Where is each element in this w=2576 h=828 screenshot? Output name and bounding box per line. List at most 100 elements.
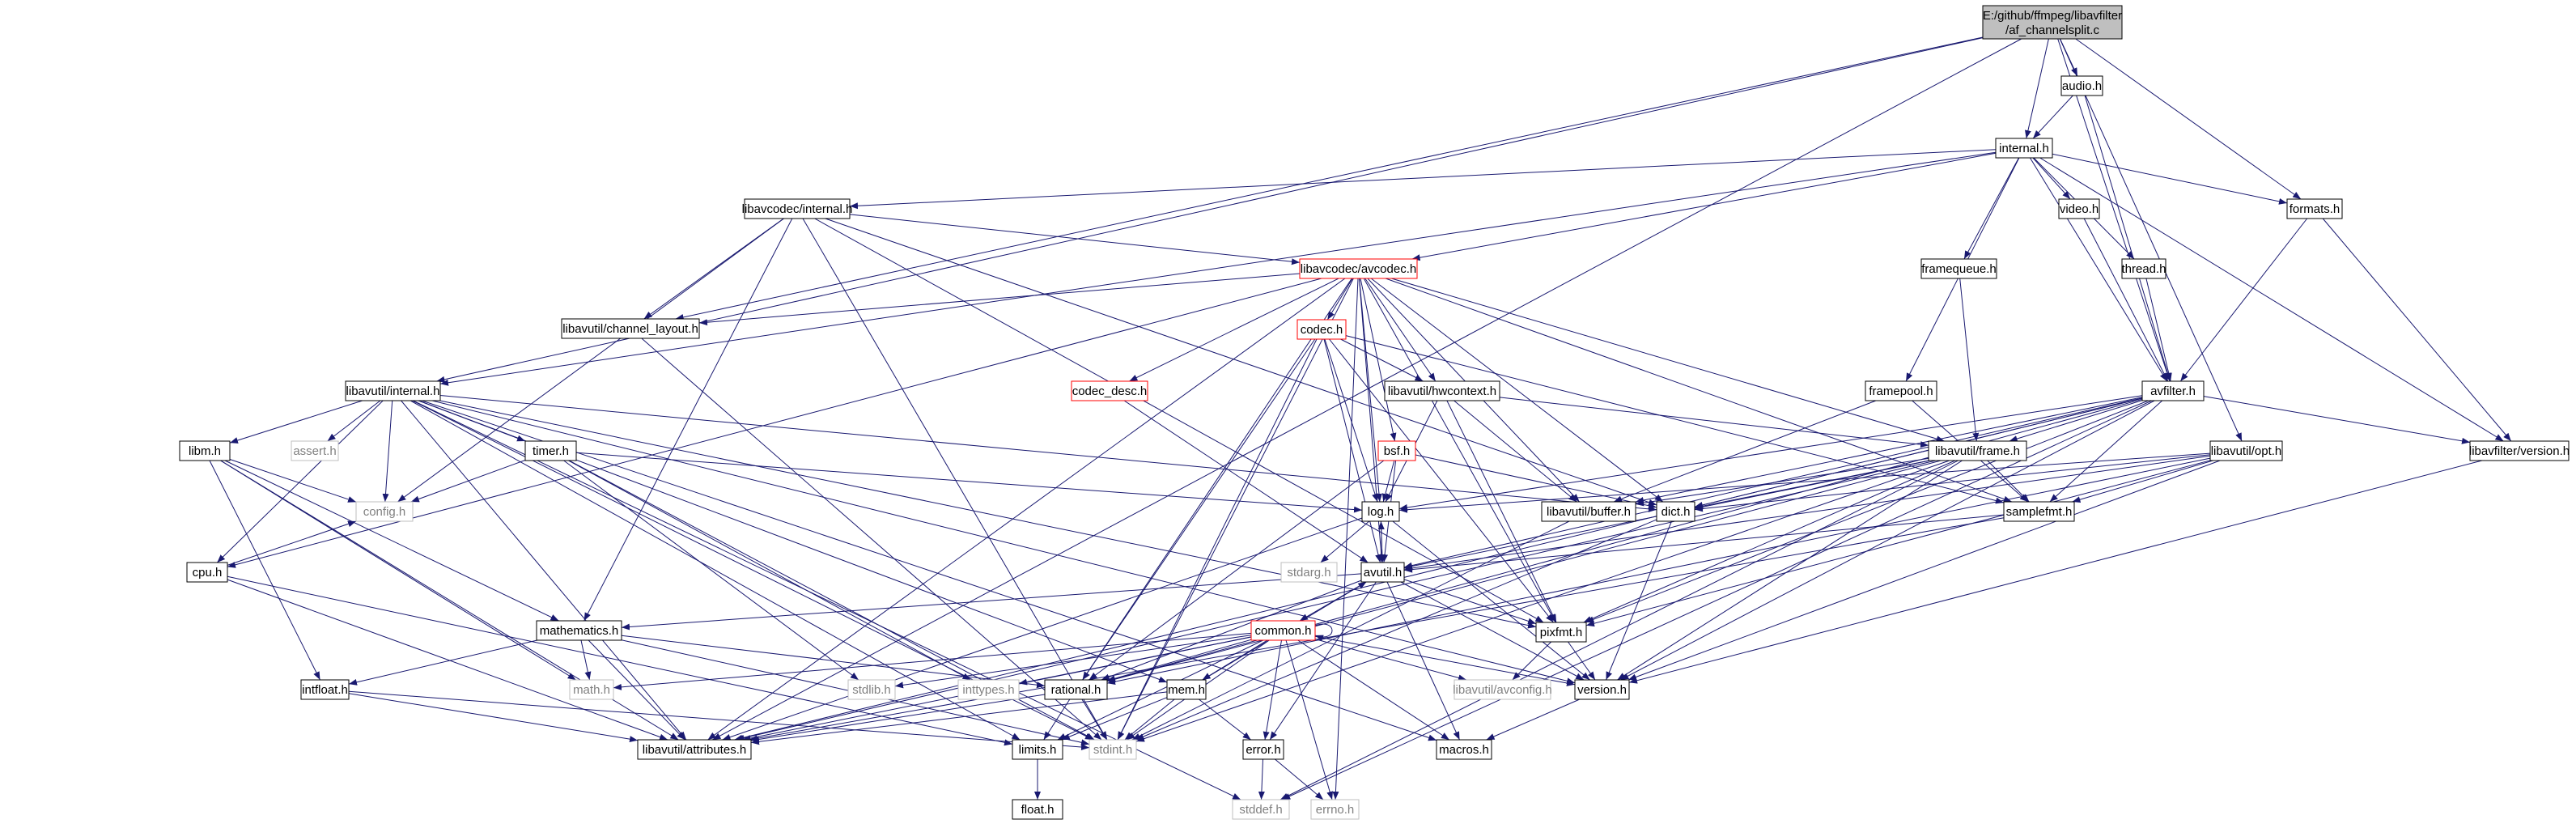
- node-version[interactable]: version.h: [1574, 679, 1630, 700]
- node-avfilter[interactable]: avfilter.h: [2141, 380, 2205, 401]
- node-stdlib[interactable]: stdlib.h: [847, 679, 896, 700]
- node-framepool[interactable]: framepool.h: [1865, 380, 1937, 401]
- edge-avcodec-to-dict: [1370, 278, 1664, 503]
- node-inttypes[interactable]: inttypes.h: [957, 679, 1020, 700]
- node-box-lavuframe: [1928, 440, 2027, 461]
- edge-timer-to-config: [410, 460, 526, 503]
- edge-lavuframe-to-samplefmt: [1987, 460, 2030, 503]
- node-thread[interactable]: thread.h: [2121, 258, 2166, 279]
- node-codecdesc[interactable]: codec_desc.h: [1071, 380, 1148, 401]
- node-label-mem: mem.h: [1168, 683, 1205, 697]
- edge-internal-to-framequeue: [1963, 157, 2019, 260]
- node-label-root: /af_channelsplit.c: [2005, 23, 2099, 37]
- edge-avcodec-to-bsf: [1360, 278, 1397, 442]
- node-avutil[interactable]: avutil.h: [1360, 562, 1405, 583]
- node-video[interactable]: video.h: [2058, 198, 2100, 219]
- node-box-lavfversion: [2469, 440, 2570, 461]
- node-formats[interactable]: formats.h: [2286, 198, 2343, 219]
- node-bsf[interactable]: bsf.h: [1377, 440, 1416, 461]
- node-box-pixfmt: [1535, 622, 1587, 643]
- node-stdarg[interactable]: stdarg.h: [1280, 562, 1338, 583]
- node-label-root: E:/github/ffmpeg/libavfilter: [1983, 9, 2122, 23]
- node-float[interactable]: float.h: [1012, 799, 1063, 820]
- node-box-assert: [291, 440, 339, 461]
- node-box-mathematics: [536, 620, 622, 641]
- node-lavuopt[interactable]: libavutil/opt.h: [2209, 440, 2283, 461]
- node-stddef[interactable]: stddef.h: [1232, 799, 1290, 820]
- edge-error-to-stddef: [1258, 758, 1265, 800]
- node-avcodec[interactable]: libavcodec/avcodec.h: [1299, 258, 1418, 279]
- node-codec[interactable]: codec.h: [1296, 319, 1347, 340]
- node-box-timer: [524, 440, 577, 461]
- node-box-errno: [1310, 799, 1360, 820]
- edge-framepool-to-lavubuffer: [1613, 400, 1877, 503]
- node-label-avfilter: avfilter.h: [2150, 384, 2196, 398]
- node-audio[interactable]: audio.h: [2060, 75, 2103, 96]
- node-config[interactable]: config.h: [355, 501, 414, 522]
- node-avconfig[interactable]: libavutil/avconfig.h: [1453, 679, 1552, 700]
- edge-log-to-attributes: [722, 517, 1363, 741]
- edge-internal-to-lavuinternal: [439, 151, 1997, 386]
- node-label-mathematics: mathematics.h: [540, 624, 619, 638]
- node-pixfmt[interactable]: pixfmt.h: [1535, 622, 1587, 643]
- node-lavcinternal[interactable]: libavcodec/internal.h: [742, 198, 853, 219]
- edge-internal-to-lavcinternal: [849, 149, 1997, 210]
- edge-audio-to-internal: [2032, 95, 2073, 139]
- node-attributes[interactable]: libavutil/attributes.h: [637, 739, 752, 760]
- edge-rational-to-attributes: [750, 694, 1046, 743]
- edge-root-to-chlayout: [675, 36, 1984, 321]
- edge-lavuframe-to-dict: [1694, 460, 1929, 510]
- node-lavuframe[interactable]: libavutil/frame.h: [1928, 440, 2027, 461]
- node-intfloat[interactable]: intfloat.h: [300, 679, 350, 700]
- edge-avfilter-to-version: [1620, 400, 2155, 681]
- node-label-chlayout: libavutil/channel_layout.h: [562, 322, 698, 336]
- edge-mathematics-to-rational: [621, 635, 1046, 689]
- edge-mem-to-limits: [1061, 697, 1168, 741]
- node-root[interactable]: E:/github/ffmpeg/libavfilter/af_channels…: [1982, 5, 2123, 40]
- edge-cpu-to-attributes: [227, 579, 668, 741]
- node-label-stdint: stdint.h: [1093, 743, 1132, 757]
- node-libm[interactable]: libm.h: [179, 440, 231, 461]
- node-common[interactable]: common.h: [1250, 620, 1316, 641]
- edge-avcodec-to-stdint: [1117, 278, 1354, 741]
- edge-codec-to-stdint: [1117, 338, 1318, 741]
- edge-dict-to-version: [1606, 520, 1672, 681]
- edge-avcodec-to-errno: [1332, 278, 1359, 800]
- node-box-framequeue: [1920, 258, 1997, 279]
- edge-codecdesc-to-avutil: [1123, 400, 1369, 563]
- edge-avcodec-to-pixfmt: [1363, 278, 1556, 623]
- node-lavfversion[interactable]: libavfilter/version.h: [2469, 440, 2570, 461]
- node-label-internal: internal.h: [1999, 142, 2049, 155]
- node-assert[interactable]: assert.h: [291, 440, 339, 461]
- node-hwcontext[interactable]: libavutil/hwcontext.h: [1384, 380, 1500, 401]
- node-log[interactable]: log.h: [1361, 501, 1400, 522]
- node-chlayout[interactable]: libavutil/channel_layout.h: [561, 318, 700, 339]
- node-macros[interactable]: macros.h: [1436, 739, 1492, 760]
- node-internal[interactable]: internal.h: [1995, 138, 2053, 159]
- node-rational[interactable]: rational.h: [1044, 679, 1108, 700]
- node-box-rational: [1044, 679, 1108, 700]
- node-framequeue[interactable]: framequeue.h: [1920, 258, 1997, 279]
- node-dict[interactable]: dict.h: [1656, 501, 1695, 522]
- edge-hwcontext-to-lavubuffer: [1454, 400, 1577, 503]
- node-mem[interactable]: mem.h: [1166, 679, 1207, 700]
- node-box-error: [1242, 739, 1284, 760]
- node-label-timer: timer.h: [533, 444, 569, 458]
- edge-root-to-internal: [2024, 38, 2049, 139]
- node-math[interactable]: math.h: [569, 679, 614, 700]
- node-cpu[interactable]: cpu.h: [186, 562, 228, 583]
- node-label-attributes: libavutil/attributes.h: [643, 743, 746, 757]
- edge-intfloat-to-stdint: [348, 690, 1090, 751]
- node-errno[interactable]: errno.h: [1310, 799, 1360, 820]
- node-mathematics[interactable]: mathematics.h: [536, 620, 622, 641]
- node-lavuinternal[interactable]: libavutil/internal.h: [345, 380, 441, 401]
- node-timer[interactable]: timer.h: [524, 440, 577, 461]
- node-limits[interactable]: limits.h: [1012, 739, 1063, 760]
- edge-samplefmt-to-avutil: [1403, 514, 2005, 573]
- edge-framequeue-to-lavuframe: [1959, 278, 1980, 442]
- node-stdint[interactable]: stdint.h: [1089, 739, 1137, 760]
- node-box-cpu: [186, 562, 228, 583]
- node-error[interactable]: error.h: [1242, 739, 1284, 760]
- node-lavubuffer[interactable]: libavutil/buffer.h: [1541, 501, 1636, 522]
- node-samplefmt[interactable]: samplefmt.h: [2003, 501, 2075, 522]
